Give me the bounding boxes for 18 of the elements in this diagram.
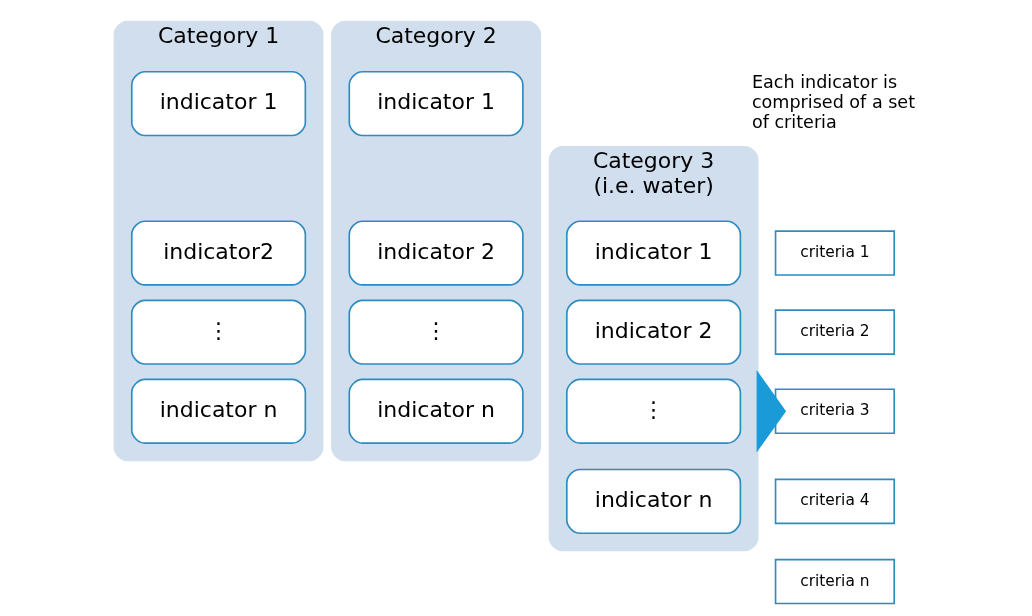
node-box: ⋮ bbox=[566, 378, 742, 444]
node-box: criteria 1 bbox=[774, 230, 896, 276]
node-box: indicator n bbox=[566, 468, 742, 535]
node-box: criteria 4 bbox=[774, 478, 896, 525]
node-box: indicator 2 bbox=[566, 299, 742, 365]
node-box: indicator 1 bbox=[130, 70, 307, 137]
node-box: criteria 2 bbox=[774, 309, 896, 355]
node-box: indicator 1 bbox=[348, 70, 524, 137]
node-box: ⋮ bbox=[348, 299, 524, 365]
node-box: indicator 2 bbox=[348, 220, 524, 286]
node-box: criteria 3 bbox=[774, 388, 896, 435]
node-box: ⋮ bbox=[130, 299, 307, 365]
node-box: indicator n bbox=[348, 378, 524, 444]
node-box: indicator2 bbox=[130, 220, 307, 286]
node-box: criteria n bbox=[774, 558, 896, 605]
node-box: indicator 1 bbox=[566, 220, 742, 286]
node-box: indicator n bbox=[130, 378, 307, 444]
label: Each indicator is comprised of a set of criteria bbox=[751, 72, 916, 132]
